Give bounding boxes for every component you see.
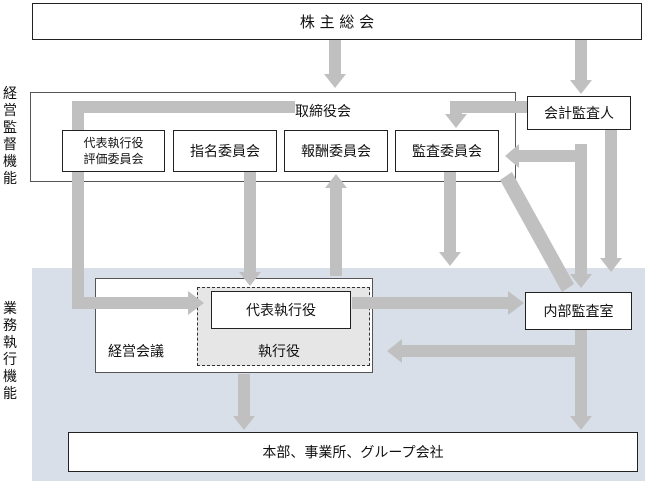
board-of-directors-title: 取締役会 — [295, 104, 351, 120]
oversight-label: 経営監督機能 — [3, 86, 17, 187]
rep-evaluation-committee-line1: 代表執行役 — [83, 136, 144, 150]
nomination-committee-box: 指名委員会 — [173, 130, 277, 172]
execution-label: 業務執行機能 — [3, 301, 17, 402]
group-companies-box: 本部、事業所、グループ会社 — [68, 432, 638, 472]
executive-officers-label: 執行役 — [258, 344, 300, 360]
audit-committee-box: 監査委員会 — [395, 130, 499, 172]
rep-evaluation-committee-box: 代表執行役 評価委員会 — [62, 130, 165, 172]
representative-executive-officer-box: 代表執行役 — [211, 291, 351, 329]
internal-audit-office-box: 内部監査室 — [525, 292, 632, 330]
management-meeting-label: 経営会議 — [108, 344, 164, 360]
shareholders-meeting-box: 株 主 総 会 — [32, 3, 642, 40]
accounting-auditor-box: 会計監査人 — [527, 96, 631, 130]
rep-evaluation-committee-line2: 評価委員会 — [83, 152, 144, 166]
compensation-committee-box: 報酬委員会 — [284, 130, 388, 172]
